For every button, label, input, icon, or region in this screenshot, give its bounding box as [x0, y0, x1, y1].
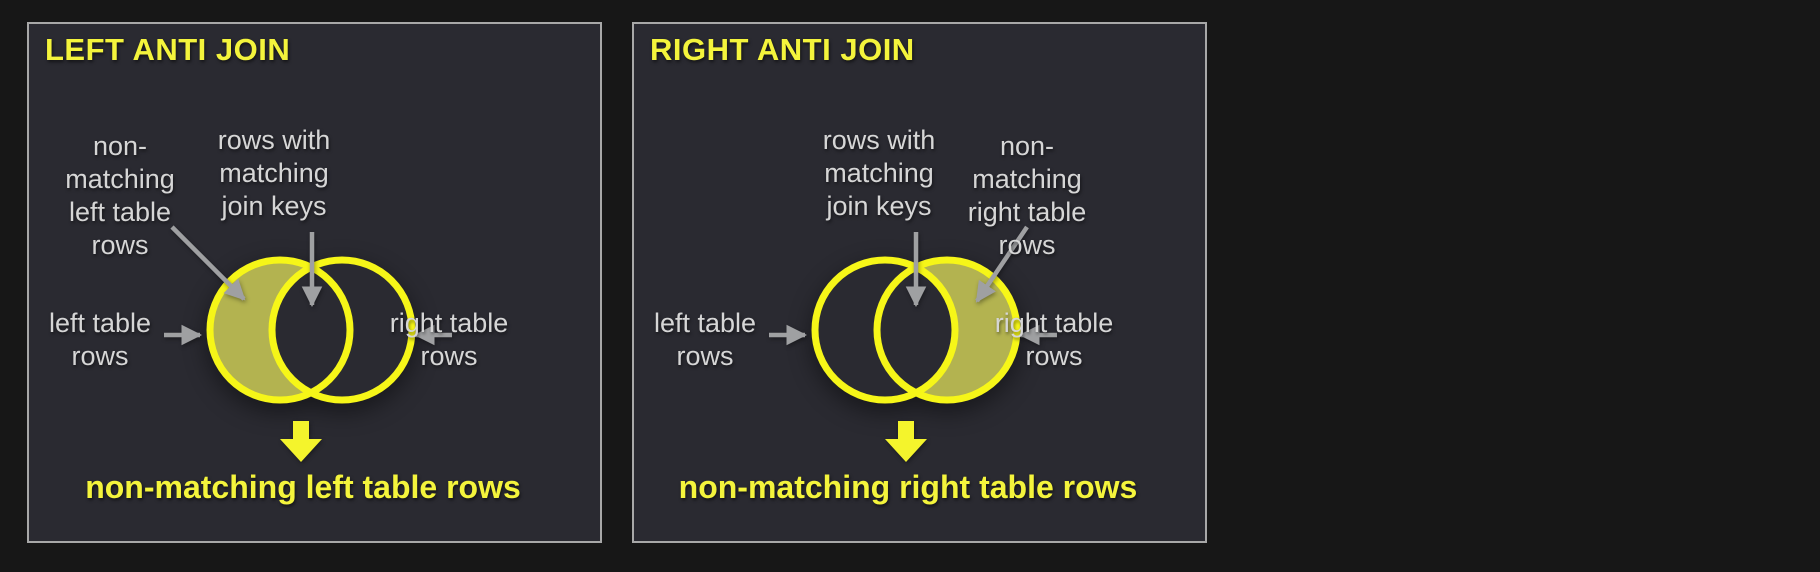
left-anti-join-panel: LEFT ANTI JOIN non- matching left table … [27, 22, 602, 543]
label-right-table-rows: right table rows [389, 308, 509, 371]
label-left-table-rows: left table rows [48, 308, 152, 371]
gray-pointer-arrows [164, 225, 452, 346]
result-caption-left-anti-join: non-matching left table rows [85, 469, 521, 505]
label-matching-join-keys: rows with matching join keys [822, 125, 936, 221]
panel-title-right-anti-join: RIGHT ANTI JOIN [650, 32, 915, 67]
label-non-matching-left-rows: non- matching left table rows [65, 131, 175, 260]
left-table-circle [811, 256, 959, 404]
right-table-circle [268, 256, 416, 404]
left-table-circle [206, 256, 354, 404]
label-non-matching-right-rows: non- matching right table rows [967, 131, 1087, 260]
right-anti-join-venn-diagram [769, 225, 1057, 462]
label-right-table-rows: right table rows [994, 308, 1114, 371]
non-matching-pointer-arrow-icon [975, 225, 1029, 303]
result-caption-right-anti-join: non-matching right table rows [678, 469, 1138, 505]
panel-title-left-anti-join: LEFT ANTI JOIN [45, 32, 291, 67]
left-anti-join-venn-diagram [164, 225, 452, 462]
result-down-arrow-icon [885, 421, 927, 462]
result-down-arrow-icon [280, 421, 322, 462]
gray-pointer-arrows [769, 225, 1057, 346]
right-anti-join-panel: RIGHT ANTI JOIN rows with matching join … [632, 22, 1207, 543]
non-matching-pointer-arrow-icon [170, 225, 246, 301]
label-matching-join-keys: rows with matching join keys [217, 125, 331, 221]
label-left-table-rows: left table rows [653, 308, 757, 371]
right-table-circle [873, 256, 1021, 404]
